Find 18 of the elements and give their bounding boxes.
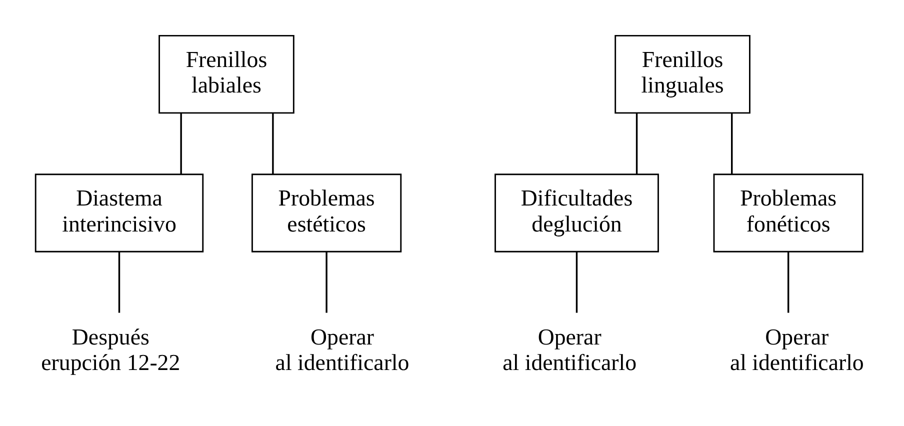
connector — [787, 252, 790, 313]
node-box: Dificultades deglución — [494, 174, 659, 252]
node-box: Problemas estéticos — [251, 174, 402, 252]
node-box: Frenillos linguales — [614, 35, 750, 114]
node-text: Operar al identificarlo — [275, 324, 410, 375]
connector — [636, 112, 638, 174]
connector — [326, 252, 328, 313]
connector — [576, 252, 578, 313]
node-text: Operar al identificarlo — [502, 324, 637, 375]
connector — [272, 112, 274, 174]
node-box: Frenillos labiales — [158, 35, 294, 114]
node-box: Diastema interincisivo — [34, 174, 204, 252]
node-text: Después erupción 12-22 — [41, 324, 180, 375]
connector — [180, 112, 182, 174]
connector — [118, 252, 120, 313]
node-box: Problemas fonéticos — [713, 174, 864, 252]
node-text: Operar al identificarlo — [730, 324, 864, 375]
connector — [731, 112, 733, 174]
